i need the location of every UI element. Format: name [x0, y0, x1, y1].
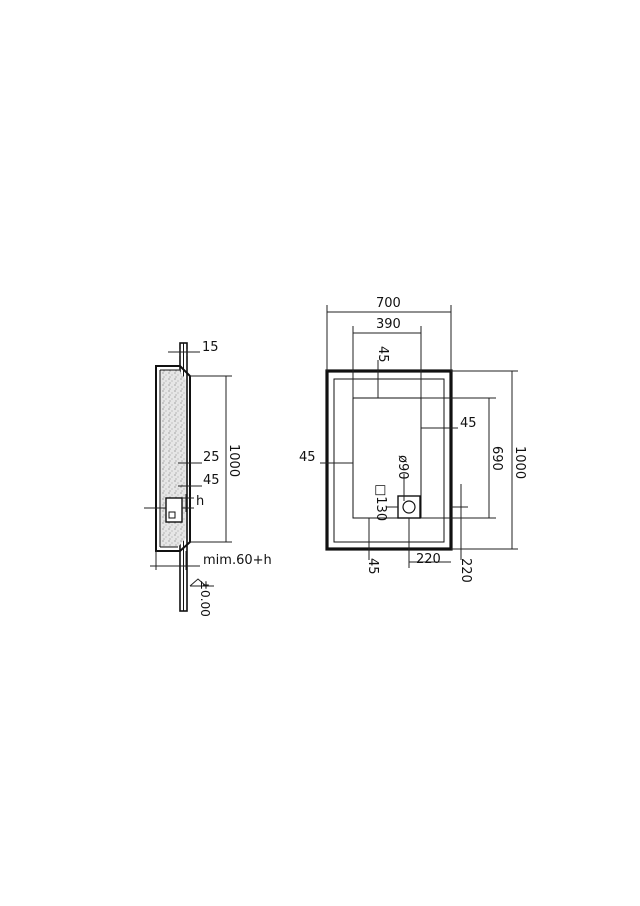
tray-outer: [325, 369, 453, 551]
dim-d130-label: □130: [373, 484, 388, 521]
tray-inner-rim: [333, 378, 445, 543]
dim-min60h-label: mim.60+h: [203, 553, 272, 568]
dim-1000-plan-label: 1000: [512, 446, 527, 479]
drain-pipe: [168, 511, 176, 519]
tray-basin: [352, 397, 422, 519]
level-marker: [189, 578, 207, 587]
drain-circle: [402, 500, 416, 514]
zero-level-label: ±0.00: [198, 580, 212, 617]
dim-220-h-label: 220: [416, 552, 441, 567]
dim-690-label: 690: [489, 446, 504, 471]
dim-45-left-label: 45: [299, 450, 316, 465]
dim-390-label: 390: [376, 317, 401, 332]
dim-25-label: 25: [203, 450, 220, 465]
dim-700-label: 700: [376, 296, 401, 311]
dim-45-bottom-label: 45: [365, 558, 380, 575]
drain-box: [165, 497, 183, 523]
dim-45-right-label: 45: [460, 416, 477, 431]
dim-1000-label: 1000: [226, 444, 241, 477]
dim-45-top-label: 45: [375, 346, 390, 363]
dim-h-label: h: [196, 494, 204, 509]
dim-45-label: 45: [203, 473, 220, 488]
plan-view: 700 390 45 45 45 690 1000 ø90 □130: [299, 296, 527, 583]
dim-d90-label: ø90: [395, 455, 410, 480]
dim-15-label: 15: [202, 340, 219, 355]
dim-220-v-label: 220: [458, 558, 473, 583]
section-view: 15 1000 25 45 h mim.60+h ±0.00: [144, 340, 272, 617]
